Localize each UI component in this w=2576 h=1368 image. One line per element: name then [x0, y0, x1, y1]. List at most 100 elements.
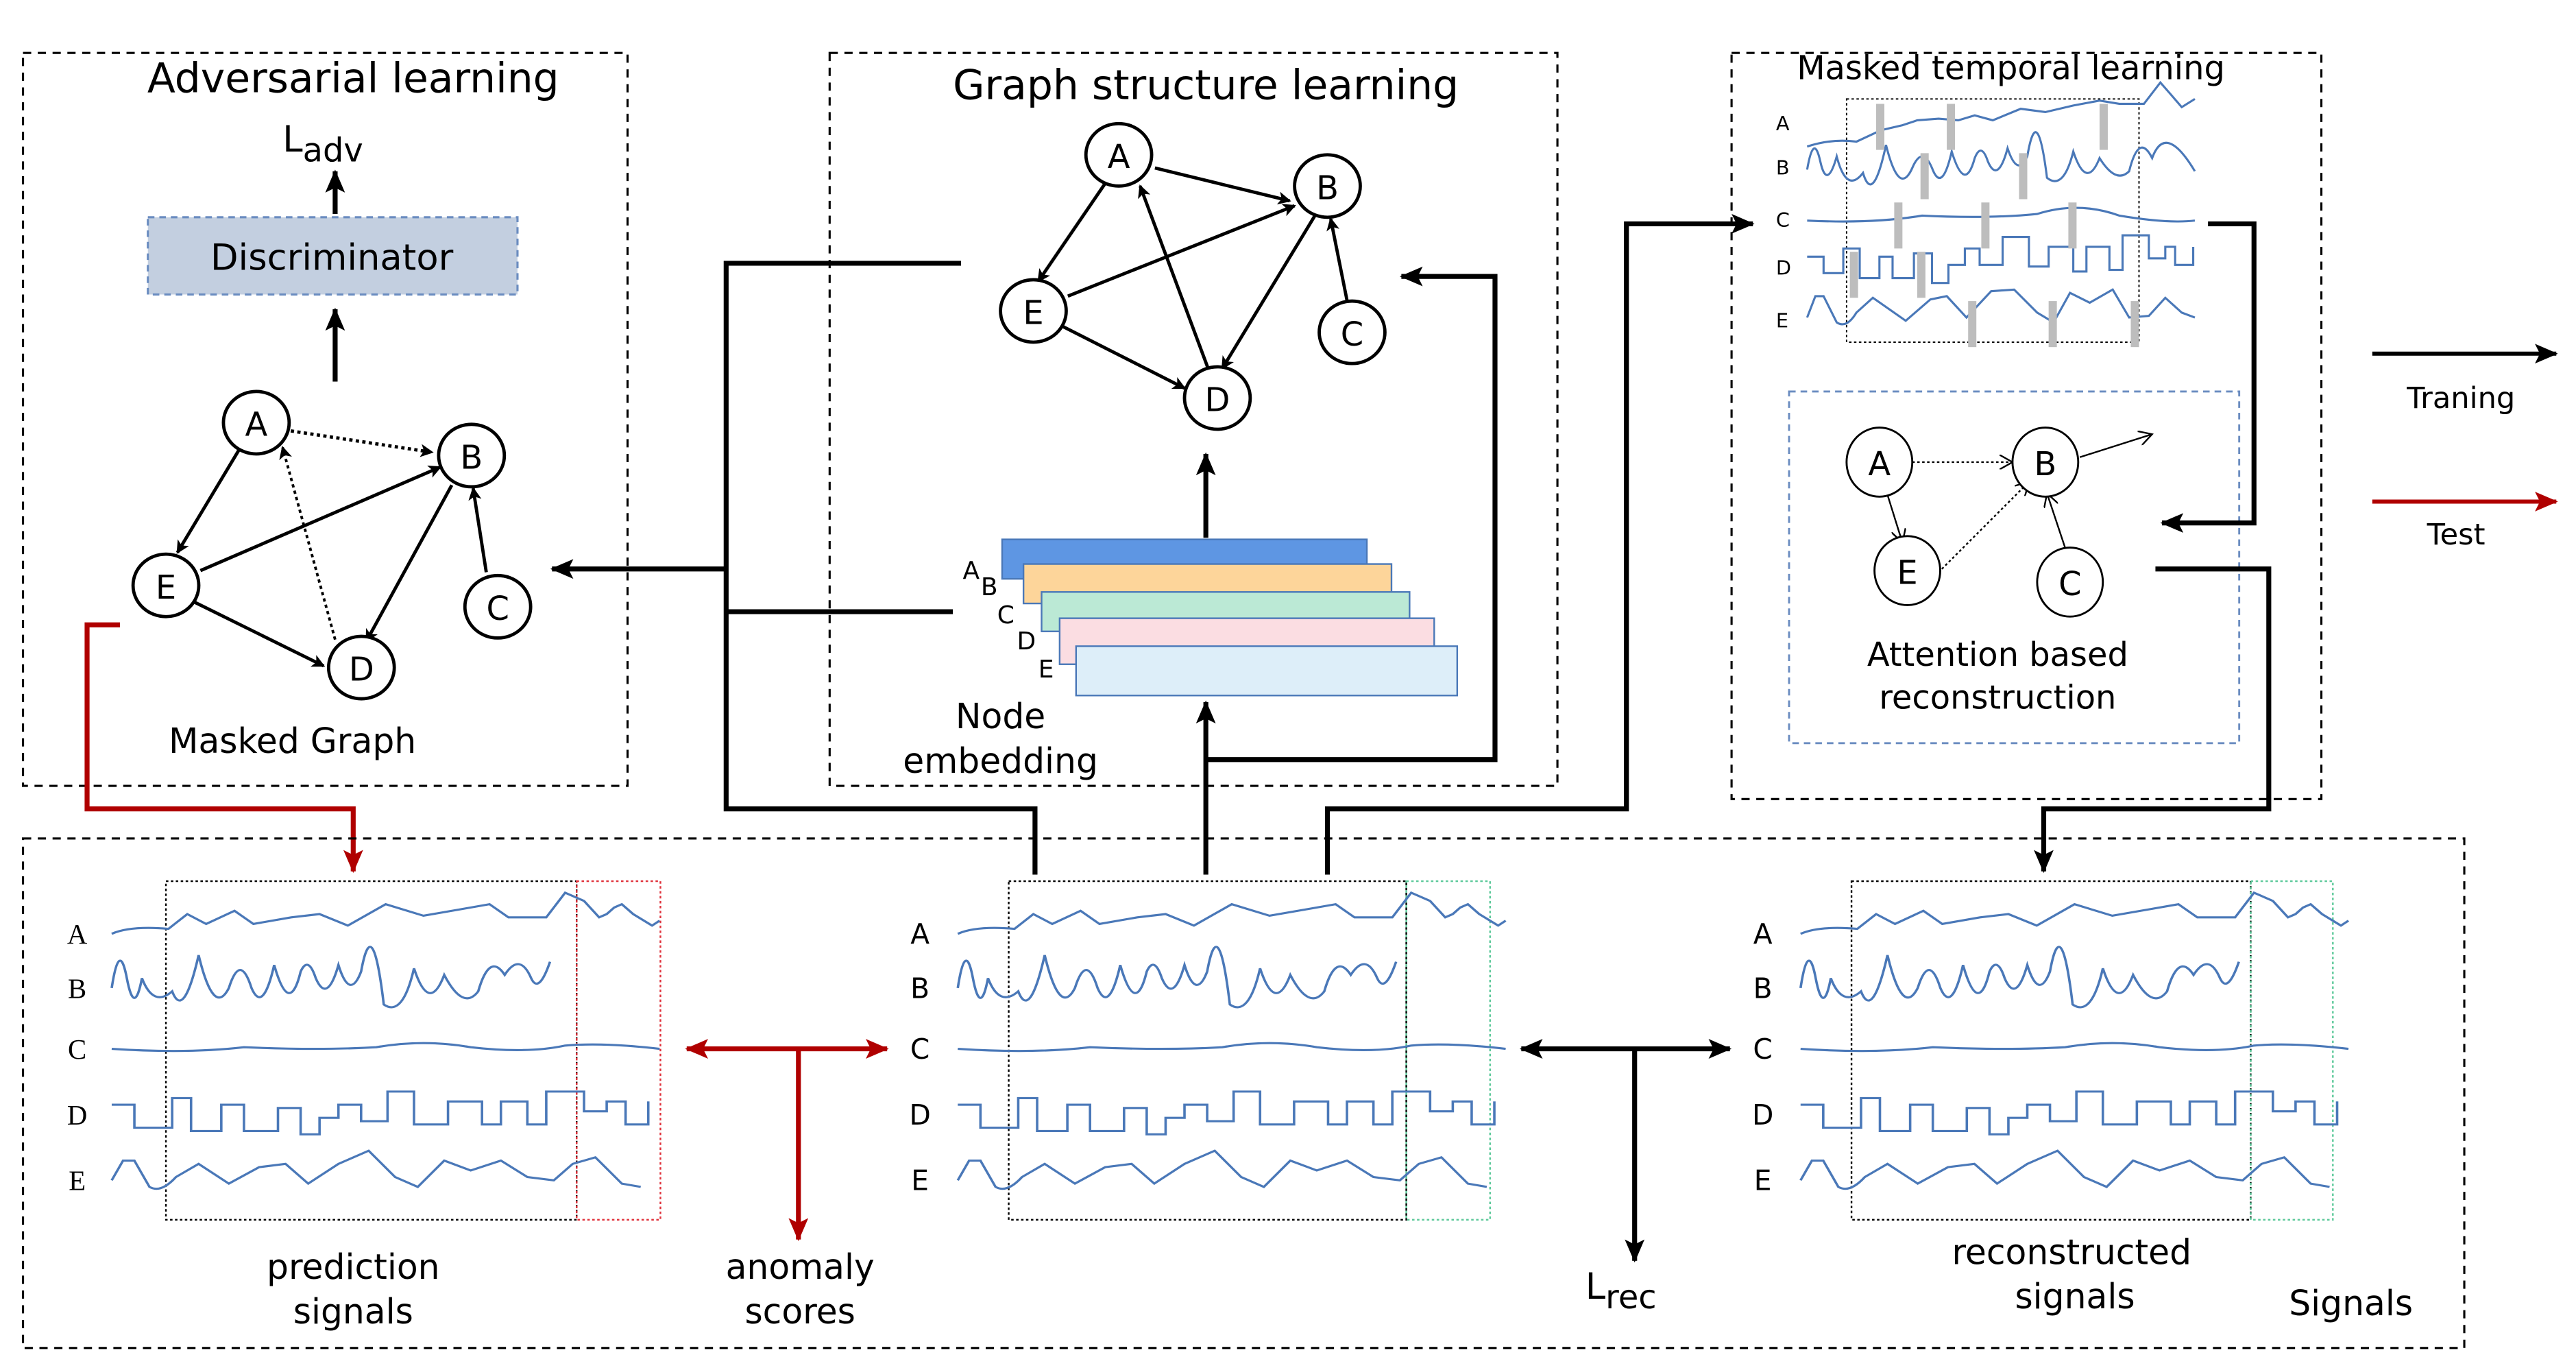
attention-caption-line1: Attention based	[1867, 636, 2128, 674]
series-label-d: D	[67, 1100, 87, 1131]
prediction-series-c	[111, 1042, 660, 1053]
svg-text:A: A	[1868, 446, 1891, 483]
series-label-d: D	[1776, 256, 1791, 280]
svg-text:E: E	[156, 569, 176, 607]
test-label: Test	[2427, 518, 2486, 552]
masked-series-a	[1806, 80, 2196, 148]
adversarial-learning-panel: Adversarial learning Ladv Discriminator …	[21, 51, 629, 787]
edge-d-a-masked	[279, 446, 337, 640]
edge-a-b	[1154, 166, 1291, 205]
embedding-caption-line1: Node	[956, 696, 1045, 736]
mask-window	[1845, 98, 2140, 343]
masked-series-e	[1806, 288, 2196, 326]
series-label-e: E	[1776, 309, 1788, 332]
series-label-a: A	[1776, 112, 1790, 135]
mask-bars	[1849, 104, 2139, 348]
embedding-e	[1075, 645, 1459, 697]
edge-e-d	[1060, 324, 1187, 390]
edge-b-out	[2079, 434, 2152, 458]
masked-graph-caption: Masked Graph	[169, 721, 416, 761]
masked-series-b	[1806, 131, 2196, 186]
edge-a-e	[175, 444, 243, 554]
masked-temporal-title: Masked temporal learning	[1797, 50, 2225, 88]
svg-text:E: E	[1897, 554, 1917, 592]
adversarial-loss: Ladv	[282, 119, 363, 169]
prediction-series-e	[110, 1149, 642, 1190]
node-d: D	[326, 634, 396, 701]
svg-text:A: A	[245, 407, 267, 444]
svg-text:B: B	[460, 440, 483, 477]
masked-series: A B C D E	[1776, 80, 2196, 348]
reconstructed-future-window	[2250, 880, 2334, 1221]
node-c: C	[463, 573, 533, 640]
svg-text:B: B	[1316, 169, 1339, 207]
embedding-label-c: C	[997, 601, 1014, 629]
signals-panel-border	[21, 837, 2466, 1349]
prediction-test-window	[576, 880, 661, 1221]
attention-graph: A B C E	[1845, 427, 2152, 618]
signals-section-label: Signals	[2289, 1283, 2413, 1323]
graph-structure-title: Graph structure learning	[953, 61, 1459, 109]
embedding-label-b: B	[981, 573, 998, 601]
edge-a-e	[1036, 182, 1107, 283]
signals-to-masked-temporal-arrow	[1324, 214, 1755, 875]
node-a: A	[1084, 121, 1154, 188]
masked-to-attention-arrow	[2160, 221, 2257, 533]
input-series-b	[956, 946, 1398, 1009]
edge-a-b-masked	[290, 429, 434, 457]
edge-a-e	[1885, 490, 1902, 543]
attention-caption-line2: reconstruction	[1879, 679, 2116, 717]
node-e: E	[999, 278, 1068, 344]
prediction-caption-line1: prediction	[267, 1247, 440, 1287]
masked-series-c	[1807, 206, 2196, 223]
masked-series-d	[1807, 234, 2195, 285]
input-series-d	[958, 1090, 1496, 1136]
series-label-a: A	[1753, 917, 1773, 950]
reconstructed-series-b	[1799, 946, 2240, 1009]
reconstructed-series-a	[1799, 891, 2350, 935]
anomaly-score-arrows	[685, 1039, 889, 1241]
svg-text:C: C	[2058, 566, 2081, 603]
reconstructed-caption-line2: signals	[2015, 1276, 2135, 1317]
edge-c-b	[2047, 493, 2066, 548]
prediction-signals	[165, 880, 661, 1221]
prediction-series-a	[111, 891, 661, 935]
svg-text:D: D	[1204, 382, 1230, 420]
series-label-c: C	[910, 1033, 929, 1066]
training-label: Traning	[2406, 381, 2515, 416]
svg-text:B: B	[2034, 446, 2056, 483]
node-b: B	[437, 422, 507, 489]
node-a: A	[1845, 427, 1914, 498]
reconstructed-series-e	[1799, 1149, 2330, 1190]
node-a: A	[221, 389, 291, 456]
embedding-label-d: D	[1017, 627, 1036, 656]
edge-c-b	[1326, 217, 1349, 302]
series-label-b: B	[1776, 156, 1790, 180]
learned-graph: A B C D E	[999, 121, 1387, 431]
legend: Traning Test	[2372, 344, 2558, 552]
node-b: B	[2011, 427, 2080, 498]
edge-e-d	[193, 600, 326, 668]
series-label-e: E	[911, 1164, 929, 1197]
series-label-c: C	[1776, 208, 1790, 232]
series-label-a: A	[67, 919, 88, 950]
graph-structure-panel-border	[828, 51, 1559, 787]
discriminator-box	[147, 216, 519, 296]
reconstructed-signals	[1850, 880, 2334, 1221]
adversarial-title: Adversarial learning	[147, 55, 559, 103]
series-label-c: C	[68, 1034, 86, 1065]
input-signals	[1008, 880, 1491, 1221]
node-b: B	[1293, 153, 1362, 219]
masked-temporal-panel-border	[1730, 51, 2323, 800]
series-label-b: B	[1753, 972, 1773, 1005]
svg-text:E: E	[1023, 295, 1043, 333]
anomaly-caption-line1: anomaly	[726, 1247, 875, 1287]
input-series-e	[956, 1149, 1487, 1190]
series-label-e: E	[1754, 1164, 1772, 1197]
embedding-label-e: E	[1038, 656, 1054, 684]
graph-to-bottom-line	[723, 261, 1038, 875]
prediction-series-d	[111, 1090, 650, 1136]
